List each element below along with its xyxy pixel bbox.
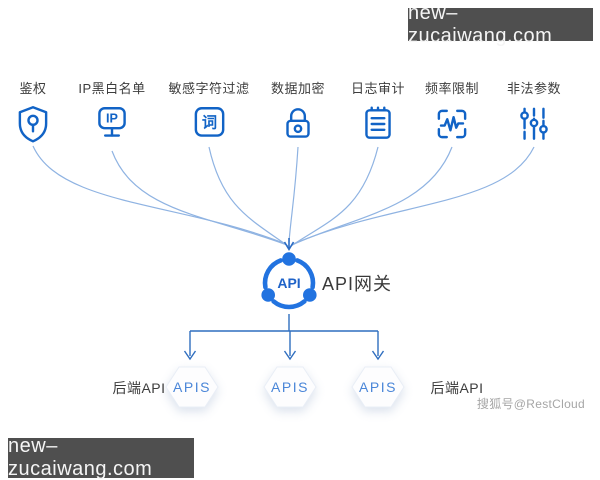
curve-encrypt xyxy=(288,146,299,243)
curve-word-filter xyxy=(208,146,289,247)
word-filter-icon: 词 xyxy=(188,102,230,146)
site-banner-text: new–zucaiwang.com xyxy=(8,435,153,480)
site-banner-bottom-left: new–zucaiwang.com xyxy=(8,435,194,480)
api-gateway-icon-text: API xyxy=(277,275,300,291)
feature-encryption: 数据加密 xyxy=(243,78,353,151)
curve-illegal-param xyxy=(292,146,535,245)
feature-label: 鉴权 xyxy=(19,81,47,96)
tree-arrowhead-right xyxy=(371,350,385,361)
word-filter-glyph: 词 xyxy=(202,115,217,132)
svg-text:IP: IP xyxy=(106,112,118,126)
site-banner-text: new–zucaiwang.com xyxy=(408,1,553,47)
feature-label: 非法参数 xyxy=(506,81,561,96)
curve-rate-limit xyxy=(291,146,453,246)
feature-authentication: 鉴权 xyxy=(0,78,88,151)
feature-audit-log: 日志审计 xyxy=(323,78,433,151)
api-gateway-icon: API xyxy=(257,251,321,315)
audit-log-icon xyxy=(357,102,399,146)
feature-label: 数据加密 xyxy=(270,81,325,96)
lock-icon xyxy=(277,102,319,146)
tree-arrowhead-center xyxy=(283,350,297,361)
backend-node-label: APIS xyxy=(359,379,397,395)
sliders-icon xyxy=(513,102,555,146)
site-banner-top-right: new–zucaiwang.com xyxy=(408,2,593,47)
curve-audit xyxy=(290,146,379,247)
feature-label: IP黑白名单 xyxy=(78,81,146,96)
feature-label: 日志审计 xyxy=(350,81,405,96)
converge-arrowhead xyxy=(283,241,295,252)
feature-illegal-params: 非法参数 xyxy=(479,78,589,151)
backend-node-label: APIS xyxy=(173,379,211,395)
backend-node-3: APIS xyxy=(350,364,406,410)
backend-api-label-right: 后端API xyxy=(430,380,484,396)
tree-arrowhead-left xyxy=(183,350,197,361)
backend-node-1: APIS xyxy=(164,364,220,410)
curve-auth xyxy=(32,145,287,245)
feature-label: 频率限制 xyxy=(424,81,479,96)
backend-node-2: APIS xyxy=(262,364,318,410)
curve-ip xyxy=(111,150,288,246)
rate-limit-icon xyxy=(431,102,473,146)
feature-word-filter: 敏感字符过滤 词 xyxy=(154,78,264,151)
watermark-text: 搜狐号@RestCloud xyxy=(476,397,585,411)
feature-ip-list: IP黑白名单 IP xyxy=(57,78,167,151)
api-gateway-label: API网关 xyxy=(322,274,393,294)
feature-label: 敏感字符过滤 xyxy=(168,81,250,96)
backend-node-label: APIS xyxy=(271,379,309,395)
feature-rate-limit: 频率限制 xyxy=(397,78,507,151)
shield-key-icon xyxy=(12,102,54,146)
ip-monitor-icon: IP xyxy=(91,102,133,146)
backend-api-label-left: 后端API xyxy=(112,380,166,396)
